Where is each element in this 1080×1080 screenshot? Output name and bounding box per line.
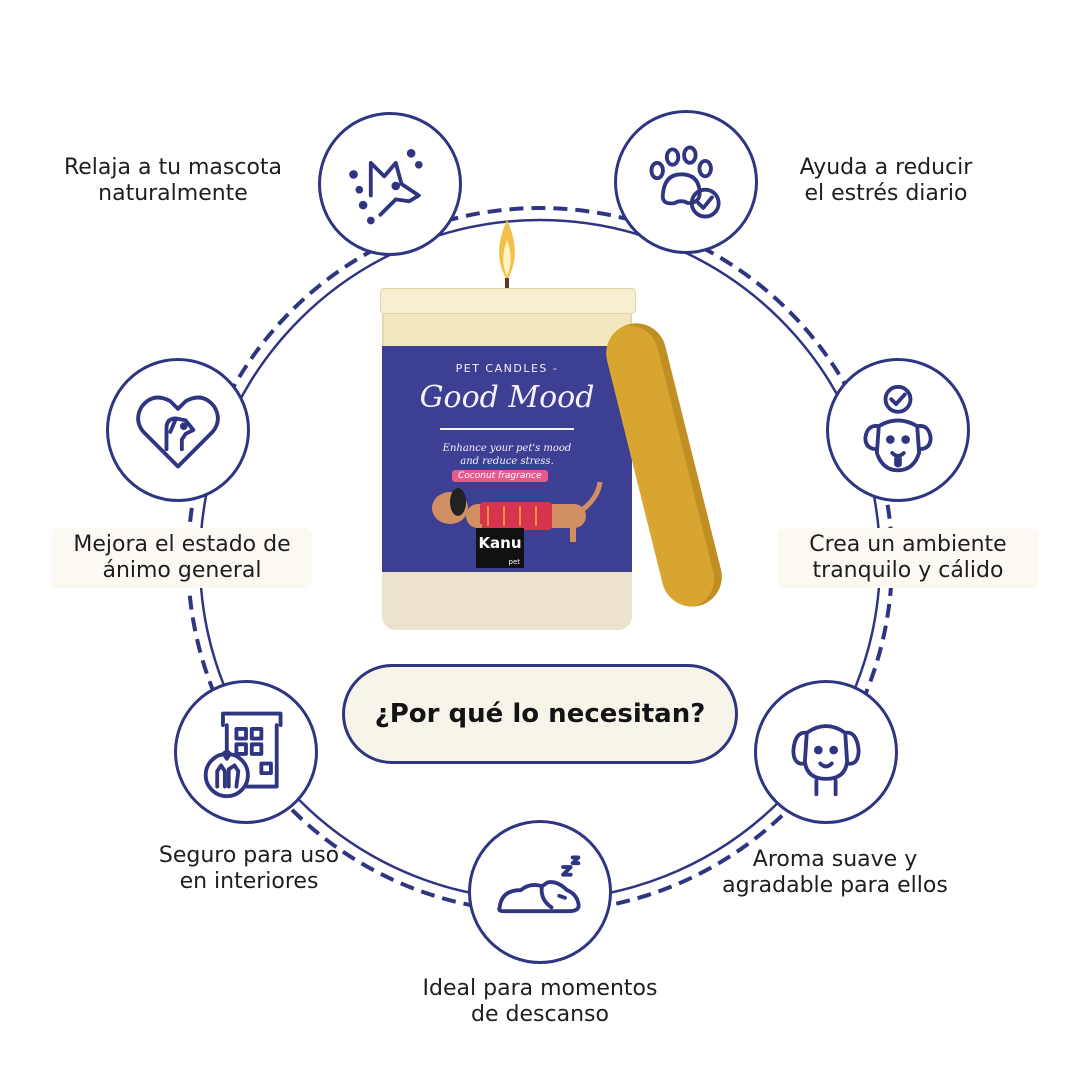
house-pets-icon — [203, 711, 283, 799]
dog-head-stars-icon — [349, 148, 423, 225]
heart-dog-icon — [136, 395, 220, 469]
benefit-node-aroma — [754, 680, 898, 824]
divider — [440, 428, 574, 430]
benefit-text: Ideal para momentos de descanso — [422, 976, 658, 1027]
brand-sub: pet — [508, 558, 521, 566]
benefit-label-rest: Ideal para momentos de descanso — [400, 976, 680, 1028]
benefit-label-indoor: Seguro para uso en interiores — [114, 843, 384, 895]
benefit-node-stress — [614, 110, 758, 254]
benefit-node-rest — [468, 820, 612, 964]
candle-label: PET CANDLES - Good Mood Enhance your pet… — [382, 346, 632, 572]
benefit-text: Seguro para uso en interiores — [158, 843, 340, 894]
benefit-label-ambient: Crea un ambiente tranquilo y cálido — [778, 528, 1038, 588]
benefit-text: Crea un ambiente tranquilo y cálido — [809, 532, 1007, 583]
brand-name: Kanu — [478, 534, 522, 552]
benefit-label-stress: Ayuda a reducir el estrés diario — [766, 155, 1006, 207]
jar-rim — [380, 288, 636, 314]
dachshund-icon — [432, 481, 603, 542]
sniffing-dog-icon — [791, 724, 861, 797]
benefit-node-ambient — [826, 358, 970, 502]
candle-product: PET CANDLES - Good Mood Enhance your pet… — [372, 218, 796, 630]
benefit-text: Relaja a tu mascota naturalmente — [63, 155, 283, 206]
tagline: Enhance your pet's mood and reduce stres… — [442, 443, 572, 467]
benefit-text: Ayuda a reducir el estrés diario — [799, 155, 973, 206]
series-label: PET CANDLES - — [455, 362, 559, 375]
paw-check-icon — [649, 145, 721, 219]
product-name: Good Mood — [419, 380, 595, 415]
benefit-label-aroma: Aroma suave y agradable para ellos — [700, 847, 970, 899]
benefit-label-mood: Mejora el estado de ánimo general — [52, 528, 312, 588]
flame-icon — [499, 220, 515, 292]
jar-bottom — [382, 572, 632, 630]
brand-logo: Kanu pet — [476, 528, 524, 568]
center-title: ¿Por qué lo necesitan? — [374, 699, 706, 729]
benefit-node-indoor — [174, 680, 318, 824]
sleeping-dog-icon — [497, 855, 581, 914]
benefit-node-relax — [318, 112, 462, 256]
benefit-node-mood — [106, 358, 250, 502]
happy-dog-check-icon — [863, 384, 933, 473]
benefit-text: Aroma suave y agradable para ellos — [722, 847, 948, 898]
fragrance-tag: Coconut fragrance — [452, 470, 548, 482]
benefit-label-relax: Relaja a tu mascota naturalmente — [48, 155, 298, 207]
center-title-pill: ¿Por qué lo necesitan? — [342, 664, 738, 764]
benefit-text: Mejora el estado de ánimo general — [73, 532, 291, 583]
